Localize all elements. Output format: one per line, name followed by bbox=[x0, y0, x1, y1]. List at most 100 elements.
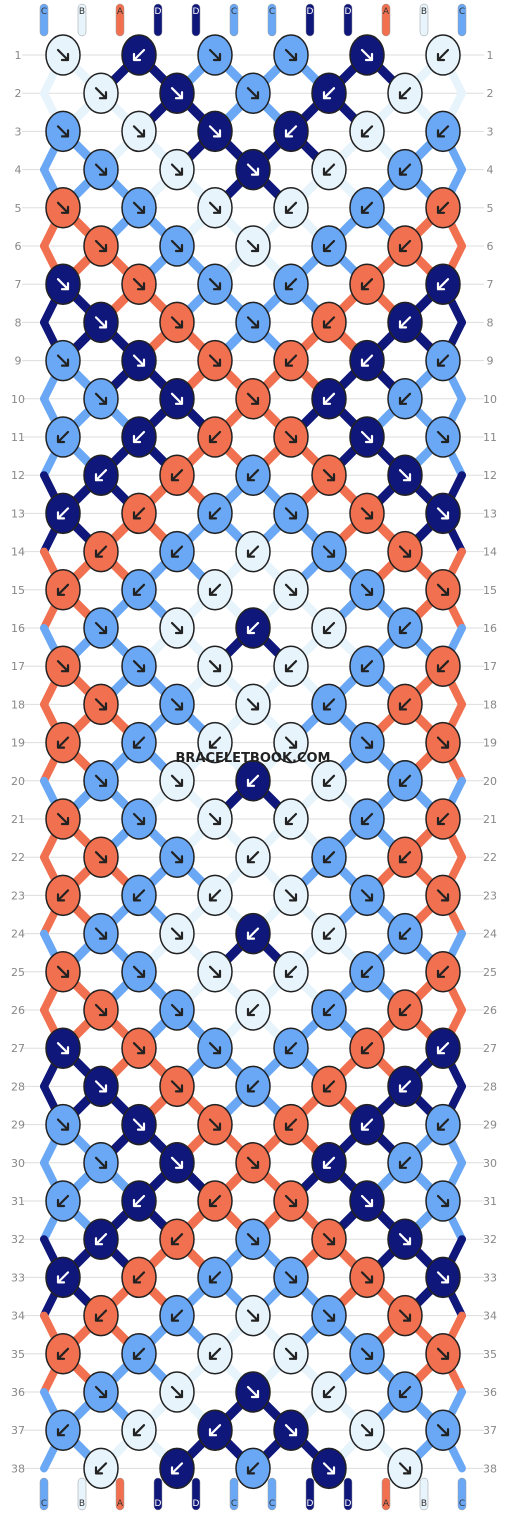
arrow-down-right-icon bbox=[284, 430, 298, 444]
strand-label: D bbox=[345, 1499, 352, 1509]
arrow-down-left-icon bbox=[322, 1003, 336, 1017]
knot bbox=[425, 1256, 461, 1299]
arrow-down-right-icon bbox=[322, 545, 336, 558]
row-number-right: 21 bbox=[483, 813, 497, 826]
row-number-left: 22 bbox=[11, 851, 25, 864]
arrow-down-left-icon bbox=[360, 812, 374, 826]
arrow-down-left-icon bbox=[246, 621, 260, 635]
row-number-right: 27 bbox=[483, 1042, 497, 1055]
row-number-right: 31 bbox=[483, 1195, 497, 1208]
arrow-down-left-icon bbox=[56, 583, 70, 596]
row-number-right: 14 bbox=[483, 546, 497, 559]
knot bbox=[273, 416, 309, 458]
arrow-down-left-icon bbox=[436, 1042, 450, 1055]
knot bbox=[159, 225, 195, 267]
knot bbox=[121, 1027, 157, 1069]
knot bbox=[83, 72, 119, 114]
strand-bottom-8 bbox=[305, 1477, 315, 1511]
row-number-left: 1 bbox=[15, 49, 22, 62]
arrow-down-right-icon bbox=[284, 1347, 298, 1360]
knot bbox=[349, 1180, 385, 1222]
knot bbox=[197, 569, 233, 611]
knot bbox=[83, 1447, 119, 1490]
knot bbox=[349, 263, 385, 305]
knot bbox=[349, 339, 385, 382]
arrow-down-left-icon bbox=[436, 660, 450, 673]
knot bbox=[311, 1218, 347, 1260]
arrow-down-right-icon bbox=[246, 163, 260, 176]
knot bbox=[387, 1142, 423, 1184]
knot bbox=[273, 798, 309, 840]
arrow-down-left-icon bbox=[322, 392, 336, 405]
arrow-down-left-icon bbox=[208, 1424, 222, 1437]
knot bbox=[121, 798, 157, 840]
arrow-down-left-icon bbox=[246, 1003, 260, 1017]
row-number-left: 18 bbox=[11, 698, 25, 711]
arrow-down-left-icon bbox=[56, 1347, 70, 1360]
arrow-down-right-icon bbox=[94, 1156, 108, 1169]
knot bbox=[311, 1294, 347, 1337]
arrow-down-right-icon bbox=[246, 87, 260, 100]
arrow-down-left-icon bbox=[398, 698, 412, 711]
arrow-down-left-icon bbox=[398, 1003, 412, 1017]
arrow-down-left-icon bbox=[322, 87, 336, 100]
strand-label: C bbox=[459, 7, 465, 17]
arrow-down-right-icon bbox=[170, 316, 184, 329]
arrow-down-right-icon bbox=[208, 965, 222, 978]
arrow-down-right-icon bbox=[56, 125, 70, 138]
knot bbox=[311, 1371, 347, 1413]
arrow-down-right-icon bbox=[284, 1194, 298, 1208]
knot bbox=[349, 569, 385, 611]
strand-bottom-5 bbox=[191, 1477, 201, 1511]
row-number-left: 38 bbox=[11, 1462, 25, 1475]
knot bbox=[387, 989, 423, 1031]
arrow-down-right-icon bbox=[360, 1271, 374, 1284]
knot bbox=[197, 416, 233, 458]
strand-top-4 bbox=[153, 3, 163, 37]
knot bbox=[45, 721, 81, 764]
knot bbox=[197, 110, 233, 153]
knot bbox=[387, 607, 423, 649]
knot bbox=[197, 721, 233, 764]
arrow-down-left-icon bbox=[56, 430, 70, 444]
arrow-down-right-icon bbox=[94, 239, 108, 253]
strand-top-8 bbox=[305, 3, 315, 37]
arrow-down-left-icon bbox=[170, 1309, 184, 1322]
strand-top-11 bbox=[419, 3, 429, 37]
knot bbox=[235, 1065, 271, 1108]
row-number-left: 7 bbox=[15, 278, 22, 291]
row-number-right: 36 bbox=[483, 1386, 497, 1399]
arrow-down-left-icon bbox=[322, 621, 336, 635]
knot bbox=[235, 1218, 271, 1260]
arrow-down-left-icon bbox=[436, 354, 450, 367]
arrow-down-left-icon bbox=[322, 1385, 336, 1399]
arrow-down-left-icon bbox=[208, 889, 222, 902]
strand-top-1 bbox=[39, 3, 49, 37]
arrow-down-right-icon bbox=[436, 1271, 450, 1284]
knot bbox=[425, 1103, 461, 1146]
knot bbox=[159, 1142, 195, 1184]
arrow-down-left-icon bbox=[284, 125, 298, 138]
knot bbox=[273, 1180, 309, 1222]
knot bbox=[311, 148, 347, 191]
knot bbox=[273, 1256, 309, 1299]
knot bbox=[45, 1103, 81, 1146]
row-number-left: 13 bbox=[11, 507, 25, 520]
knot bbox=[197, 1027, 233, 1069]
row-number-right: 28 bbox=[483, 1080, 497, 1093]
strand-bottom-12 bbox=[457, 1477, 467, 1511]
arrow-down-right-icon bbox=[246, 1233, 260, 1246]
arrow-down-left-icon bbox=[170, 469, 184, 482]
row-number-left: 27 bbox=[11, 1042, 25, 1055]
row-number-right: 7 bbox=[487, 278, 494, 291]
knot bbox=[83, 989, 119, 1031]
arrow-down-left-icon bbox=[360, 278, 374, 291]
knot bbox=[311, 225, 347, 267]
strand-label: A bbox=[117, 7, 124, 17]
arrow-down-right-icon bbox=[284, 736, 298, 749]
arrow-down-right-icon bbox=[170, 163, 184, 176]
knot bbox=[45, 416, 81, 458]
arrow-down-left-icon bbox=[284, 812, 298, 826]
